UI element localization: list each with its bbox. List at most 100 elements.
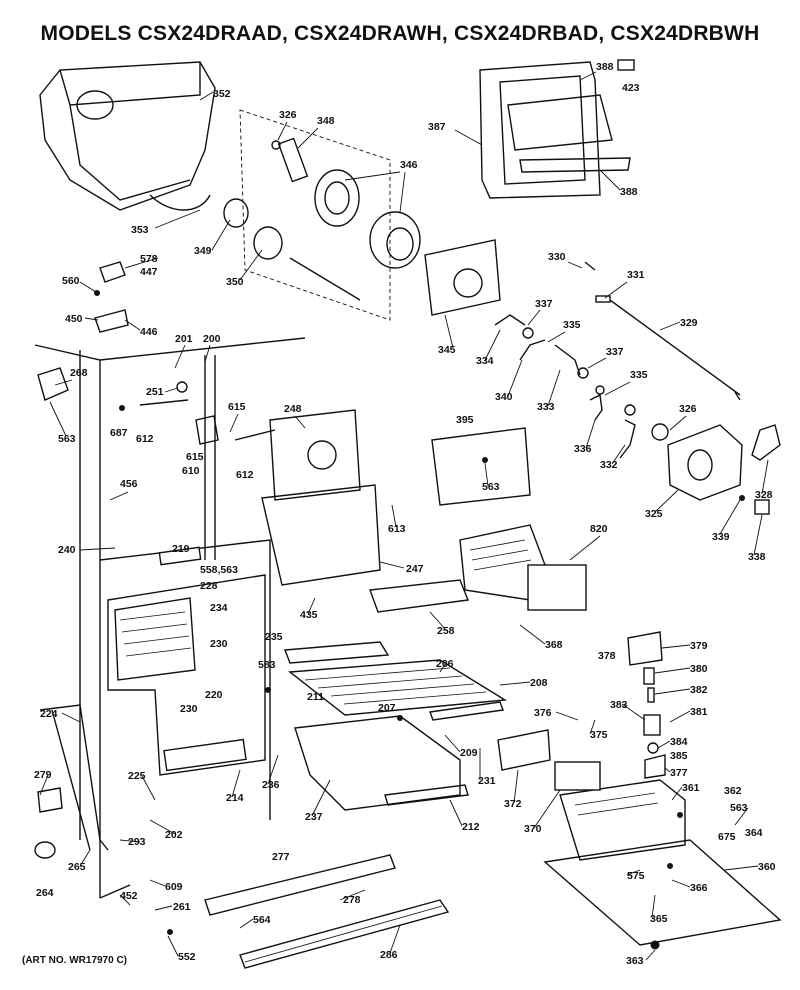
callout-label: 339 xyxy=(712,531,730,543)
shelf-drawing xyxy=(284,579,508,811)
callout-label: 552 xyxy=(178,951,196,963)
callout-label: 202 xyxy=(165,829,183,841)
callout-label: 382 xyxy=(690,684,708,696)
callout-label: 268 xyxy=(70,367,88,379)
callout-label: 350 xyxy=(226,276,244,288)
evaporator-shroud-drawing xyxy=(431,427,531,506)
callout-label: 337 xyxy=(535,298,553,310)
callout-label: 279 xyxy=(34,769,52,781)
callout-label: 563 xyxy=(482,481,500,493)
callout-label: 385 xyxy=(670,750,688,762)
callout-label: 364 xyxy=(745,827,763,839)
callout-label: 612 xyxy=(236,469,254,481)
callout-label: 258 xyxy=(437,625,455,637)
callout-label: 379 xyxy=(690,640,708,652)
callout-label: 240 xyxy=(58,544,76,556)
callout-label: 613 xyxy=(388,523,406,535)
linkage-drawing xyxy=(584,261,741,401)
solenoid-linkage-drawing xyxy=(494,314,636,459)
control-box-drawing xyxy=(497,729,782,946)
callout-labels: 352 326 348 346 388 423 387 388 353 349 … xyxy=(34,61,776,967)
callout-label: 610 xyxy=(182,465,200,477)
callout-label: 563 xyxy=(58,433,76,445)
callout-label: 224 xyxy=(40,708,58,720)
callout-label: 612 xyxy=(136,433,154,445)
callout-label: 387 xyxy=(428,121,446,133)
callout-label: 326 xyxy=(679,403,697,415)
callout-label: 265 xyxy=(68,861,86,873)
motor-mount-drawing xyxy=(424,239,501,316)
callout-label: 348 xyxy=(317,115,335,127)
callout-label: 384 xyxy=(670,736,688,748)
callout-label: 378 xyxy=(598,650,616,662)
callout-label: 235 xyxy=(265,631,283,643)
callout-label: 372 xyxy=(504,798,522,810)
callout-label: 558,563 xyxy=(200,564,238,576)
left-small-parts-drawing xyxy=(34,261,276,859)
callout-label: 236 xyxy=(262,779,280,791)
callout-label: 563 xyxy=(730,802,748,814)
callout-label: 366 xyxy=(690,882,708,894)
callout-label: 560 xyxy=(62,275,80,287)
callout-label: 435 xyxy=(300,609,318,621)
callout-label: 349 xyxy=(194,245,212,257)
fan-cover-drawing xyxy=(261,409,381,586)
callout-label: 329 xyxy=(680,317,698,329)
callout-label: 220 xyxy=(205,689,223,701)
leader-lines xyxy=(39,71,769,961)
callout-label: 211 xyxy=(307,691,324,703)
callout-label: 450 xyxy=(65,313,83,325)
callout-label: 248 xyxy=(284,403,302,415)
callout-label: 395 xyxy=(456,414,474,426)
fastener-marks xyxy=(94,290,745,950)
ice-maker-drawing xyxy=(459,524,587,611)
callout-label: 337 xyxy=(606,346,624,358)
callout-label: 230 xyxy=(210,638,228,650)
callout-label: 336 xyxy=(574,443,592,455)
callout-label: 234 xyxy=(210,602,228,614)
callout-label: 286 xyxy=(380,949,398,961)
callout-label: 564 xyxy=(253,914,271,926)
page-title: MODELS CSX24DRAAD, CSX24DRAWH, CSX24DRBA… xyxy=(40,22,760,45)
callout-label: 208 xyxy=(530,677,548,689)
callout-label: 380 xyxy=(690,663,708,675)
callout-label: 456 xyxy=(120,478,138,490)
ice-bucket-drawing xyxy=(39,61,216,211)
callout-label: 609 xyxy=(165,881,183,893)
callout-label: 237 xyxy=(305,811,323,823)
callout-label: 219 xyxy=(172,543,190,555)
dispenser-motor-drawing xyxy=(651,423,781,515)
callout-label: 330 xyxy=(548,251,566,263)
callout-label: 334 xyxy=(476,355,494,367)
callout-label: 261 xyxy=(173,901,191,913)
callout-label: 214 xyxy=(226,792,244,804)
callout-label: 201 xyxy=(175,333,193,345)
callout-label: 615 xyxy=(228,401,246,413)
callout-label: 251 xyxy=(146,386,164,398)
callout-label: 363 xyxy=(626,955,644,967)
callout-label: 352 xyxy=(213,88,231,100)
callout-label: 331 xyxy=(627,269,645,281)
cabinet-frame-drawing xyxy=(34,337,306,899)
dispenser-housing-drawing xyxy=(479,59,635,199)
callout-label: 381 xyxy=(690,706,708,718)
callout-label: 687 xyxy=(110,427,128,439)
callout-label: 231 xyxy=(478,775,496,787)
callout-label: 335 xyxy=(630,369,648,381)
callout-label: 346 xyxy=(400,159,418,171)
callout-label: 361 xyxy=(682,782,700,794)
callout-label: 376 xyxy=(534,707,552,719)
callout-label: 583 xyxy=(258,659,276,671)
callout-label: 340 xyxy=(495,391,513,403)
callout-label: 278 xyxy=(343,894,361,906)
callout-label: 362 xyxy=(724,785,742,797)
callout-label: 200 xyxy=(203,333,221,345)
callout-label: 345 xyxy=(438,344,456,356)
callout-label: 452 xyxy=(120,890,138,902)
callout-label: 383 xyxy=(610,699,628,711)
callout-label: 446 xyxy=(140,326,158,338)
small-components-drawing xyxy=(627,631,666,779)
callout-label: 277 xyxy=(272,851,290,863)
callout-label: 370 xyxy=(524,823,542,835)
